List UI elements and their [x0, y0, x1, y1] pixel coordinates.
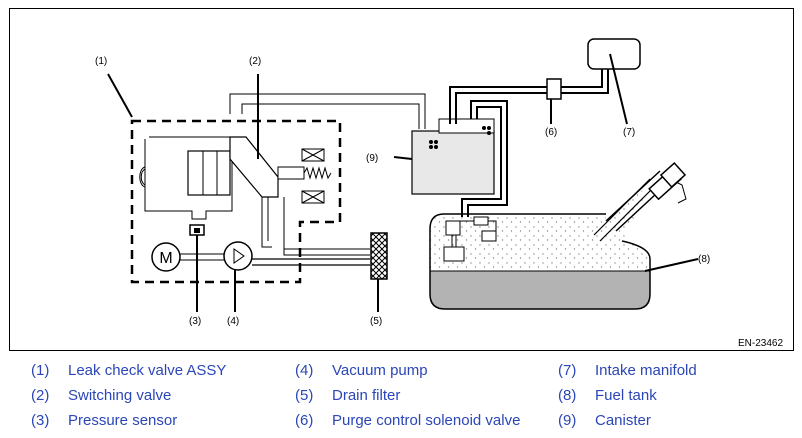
legend-label: Intake manifold [595, 362, 697, 379]
figure-id: EN-23462 [738, 338, 783, 349]
callout-2: (2) [249, 56, 261, 67]
fuel-tank-vapor [430, 189, 650, 271]
legend-label: Leak check valve ASSY [68, 362, 227, 379]
solenoid-coil-bottom [301, 190, 325, 204]
canister-to-tank-line [461, 100, 508, 217]
legend-number: (8) [558, 387, 577, 404]
legend-number: (1) [31, 362, 50, 379]
legend-label: Switching valve [68, 387, 172, 404]
legend-label: Drain filter [332, 387, 401, 404]
legend-number: (7) [558, 362, 577, 379]
callout-1: (1) [95, 56, 107, 67]
switching-valve-spool [229, 136, 279, 198]
tank-valves [443, 216, 497, 262]
callout-3: (3) [189, 316, 201, 327]
solenoid-rod [277, 166, 305, 180]
fuel-tank-outline [429, 213, 651, 310]
pipe-valve-to-filter [261, 197, 370, 256]
leader-lines [107, 53, 699, 312]
legend-label: Vacuum pump [332, 362, 428, 379]
leak-check-valve-assy-outline [130, 119, 342, 284]
intake-manifold [587, 38, 641, 70]
drain-filter [370, 232, 388, 280]
legend-label: Canister [595, 412, 651, 429]
legend-number: (3) [31, 412, 50, 429]
solenoid-coil-top [301, 148, 325, 162]
legend-number: (2) [31, 387, 50, 404]
atmosphere-port [139, 166, 146, 188]
legend-number: (9) [558, 412, 577, 429]
legend-label: Pressure sensor [68, 412, 178, 429]
line-to-intake-manifold [561, 69, 609, 94]
callout-7: (7) [623, 127, 635, 138]
callout-8: (8) [698, 254, 710, 265]
callout-5: (5) [370, 316, 382, 327]
callout-9: (9) [366, 153, 378, 164]
canister-body [411, 130, 495, 195]
pipe-to-canister [229, 93, 426, 129]
fuel-tank-liquid [430, 271, 650, 309]
legend-number: (6) [295, 412, 314, 429]
diagram-frame: M [9, 8, 794, 351]
legend-number: (5) [295, 387, 314, 404]
callout-4: (4) [227, 316, 239, 327]
evap-system-diagram: M [95, 38, 783, 349]
motor-symbol: M [159, 250, 172, 267]
purge-line [449, 86, 547, 124]
pipe-pump-to-filter [252, 258, 370, 266]
switching-valve-body [187, 150, 231, 196]
filler-neck [593, 161, 687, 242]
legend-label: Fuel tank [595, 387, 657, 404]
callout-6: (6) [545, 127, 557, 138]
legend-number: (4) [295, 362, 314, 379]
legend: (1) Leak check valve ASSY (2) Switching … [0, 358, 802, 438]
pump-motor [151, 242, 181, 272]
legend-label: Purge control solenoid valve [332, 412, 521, 429]
return-spring [303, 166, 332, 180]
purge-control-solenoid-valve [546, 78, 562, 100]
